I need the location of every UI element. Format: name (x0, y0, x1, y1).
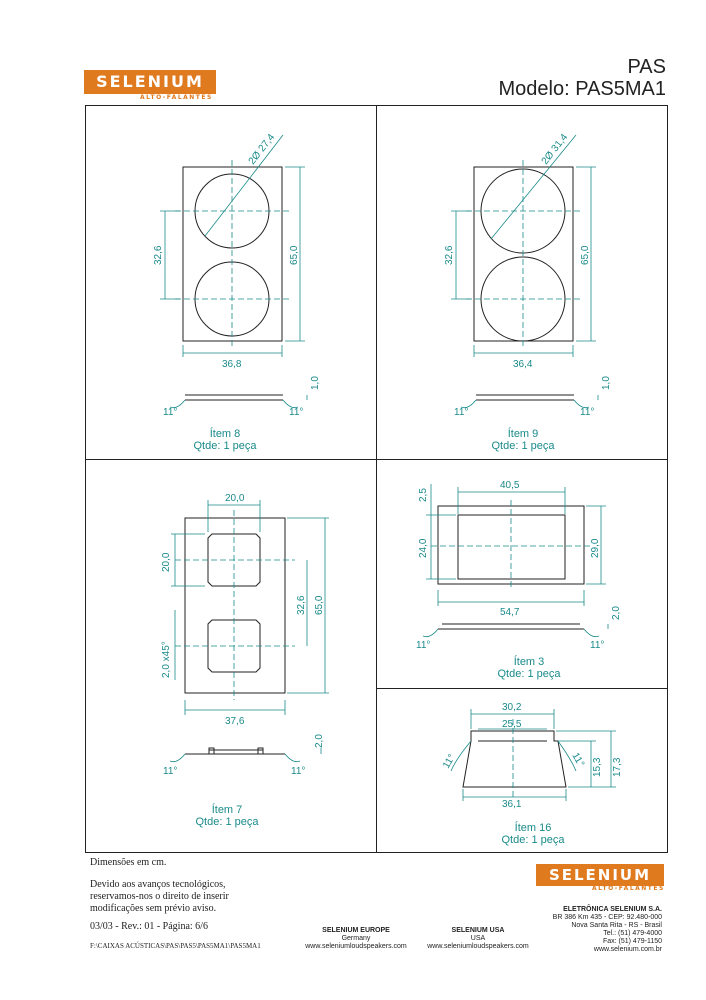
footer-company: ELETRÔNICA SELENIUM S.A. BR 386 Km 435 -… (530, 906, 662, 954)
frame-divider-horizontal (85, 459, 668, 460)
item7-height-label: 65,0 (314, 595, 325, 615)
disclaimer: Devido aos avanços tecnológicos, reserva… (90, 879, 229, 915)
item3-angle-left-label: 11° (416, 640, 430, 651)
item3-inner-width-label: 40,5 (500, 480, 520, 491)
europe-title: SELENIUM EUROPE (322, 927, 390, 934)
item16-caption: Ítem 16 Qtde: 1 peça (488, 822, 578, 846)
usa-site[interactable]: www.seleniumloudspeakers.com (427, 943, 529, 950)
europe-site[interactable]: www.seleniumloudspeakers.com (305, 943, 407, 950)
company-site[interactable]: www.selenium.com.br (593, 946, 662, 953)
company-address-2: Nova Santa Rita - RS - Brasil (571, 922, 662, 929)
series-title: PAS (627, 56, 666, 78)
item8-height-label: 65,0 (289, 245, 300, 265)
item9-caption: Ítem 9 Qtde: 1 peça (478, 428, 568, 452)
company-phone: Tel.: (51) 479-4000 (603, 930, 662, 937)
disclaimer-line-3: modificações sem prévio aviso. (90, 903, 217, 914)
item8-angle-right-label: 11° (289, 407, 303, 418)
item3-drawing: 40,5 2,5 24,0 29,0 54,7 2,0 11° 11° (416, 480, 622, 651)
item8-drawing: 2Ø 27,4 32,6 65,0 36,8 1,0 11° 11° (153, 132, 321, 418)
item7-angle-left-label: 11° (163, 766, 177, 777)
item16-qty: Qtde: 1 peça (501, 834, 565, 846)
item16-drawing: 30,2 25,5 36,1 15,3 17,3 11° 11° (441, 702, 623, 810)
item8-qty: Qtde: 1 peça (193, 440, 257, 452)
item7-caption: Ítem 7 Qtde: 1 peça (182, 804, 272, 828)
item9-width-label: 36,4 (513, 359, 533, 370)
item3-inner-height-label: 24,0 (418, 538, 429, 558)
logo-subtitle: ALTO-FALANTES (140, 94, 213, 101)
frame-divider-right (376, 688, 668, 689)
item9-title: Ítem 9 (507, 428, 539, 440)
company-fax: Fax: (51) 479-1150 (602, 938, 662, 945)
item3-angle-right-label: 11° (590, 640, 604, 651)
item8-caption: Ítem 8 Qtde: 1 peça (180, 428, 270, 452)
item3-margin-label: 2,5 (418, 488, 429, 502)
item16-h1-label: 15,3 (592, 757, 603, 777)
item3-width-label: 54,7 (500, 607, 520, 618)
item16-top-inner-label: 25,5 (502, 719, 522, 730)
item7-side-label: 20,0 (161, 552, 172, 572)
frame-divider-vertical (376, 105, 377, 853)
item3-qty: Qtde: 1 peça (497, 668, 561, 680)
item9-height-label: 65,0 (580, 245, 591, 265)
item7-title: Ítem 7 (211, 804, 243, 816)
item3-caption: Ítem 3 Qtde: 1 peça (484, 656, 574, 680)
europe-country: Germany (341, 935, 371, 942)
item7-spacing-label: 32,6 (296, 595, 307, 615)
item8-title: Ítem 8 (209, 428, 241, 440)
item9-angle-right-label: 11° (580, 407, 594, 418)
disclaimer-line-2: reservamos-nos o direito de inserir (90, 891, 229, 902)
item8-width-label: 36,8 (222, 359, 242, 370)
item9-diameter-label: 2Ø 31,4 (540, 132, 571, 167)
item7-angle-right-label: 11° (291, 766, 305, 777)
item7-width-label: 37,6 (225, 716, 245, 727)
item16-top-outer-label: 30,2 (502, 702, 522, 713)
model-title: Modelo: PAS5MA1 (498, 78, 667, 100)
item9-drawing: 2Ø 31,4 32,6 65,0 36,4 1,0 11° 11° (444, 132, 612, 418)
item9-thickness-label: 1,0 (601, 376, 612, 390)
disclaimer-line-1: Devido aos avanços tecnológicos, (90, 879, 226, 890)
item7-drawing: 20,0 20,0 2,0 x45° 32,6 65,0 37,6 2,0 11… (161, 493, 329, 777)
company-name: ELETRÔNICA SELENIUM S.A. (563, 906, 662, 913)
company-address-1: BR 386 Km 435 - CEP: 92.480-000 (552, 914, 662, 921)
item8-angle-left-label: 11° (163, 407, 177, 418)
item8-spacing-label: 32,6 (153, 245, 164, 265)
usa-title: SELENIUM USA (451, 927, 505, 934)
file-path: F:\CAIXAS ACÚSTICAS\PAS\PAS5\PAS5MA1\PAS… (90, 942, 261, 950)
revision-info: 03/03 - Rev.: 01 - Página: 6/6 (90, 921, 208, 932)
item7-qty: Qtde: 1 peça (195, 816, 259, 828)
item16-angle-left-label: 11° (441, 753, 458, 771)
units-note: Dimensões em cm. (90, 857, 167, 868)
item3-title: Ítem 3 (513, 656, 545, 668)
item3-height-label: 29,0 (590, 538, 601, 558)
brand-logo: SELENIUM (84, 70, 216, 94)
item16-angle-right-label: 11° (569, 751, 586, 769)
item9-qty: Qtde: 1 peça (491, 440, 555, 452)
item16-bottom-label: 36,1 (502, 799, 522, 810)
item7-chamfer-label: 2,0 x45° (161, 641, 172, 678)
item16-h2-label: 17,3 (612, 757, 623, 777)
item8-thickness-label: 1,0 (310, 376, 321, 390)
item9-angle-left-label: 11° (454, 407, 468, 418)
item9-spacing-label: 32,6 (444, 245, 455, 265)
logo-text: SELENIUM (96, 72, 204, 91)
item16-title: Ítem 16 (514, 822, 552, 834)
footer-europe: SELENIUM EUROPE Germany www.seleniumloud… (296, 927, 416, 951)
item7-thickness-label: 2,0 (314, 734, 325, 748)
item3-thickness-label: 2,0 (611, 606, 622, 620)
usa-country: USA (470, 935, 486, 942)
footer-logo-text: SELENIUM (548, 866, 652, 884)
footer-usa: SELENIUM USA USA www.seleniumloudspeaker… (418, 927, 538, 951)
footer-logo: SELENIUM (536, 864, 664, 886)
item7-top-width-label: 20,0 (225, 493, 245, 504)
footer-logo-subtitle: ALTO-FALANTES (592, 885, 665, 892)
